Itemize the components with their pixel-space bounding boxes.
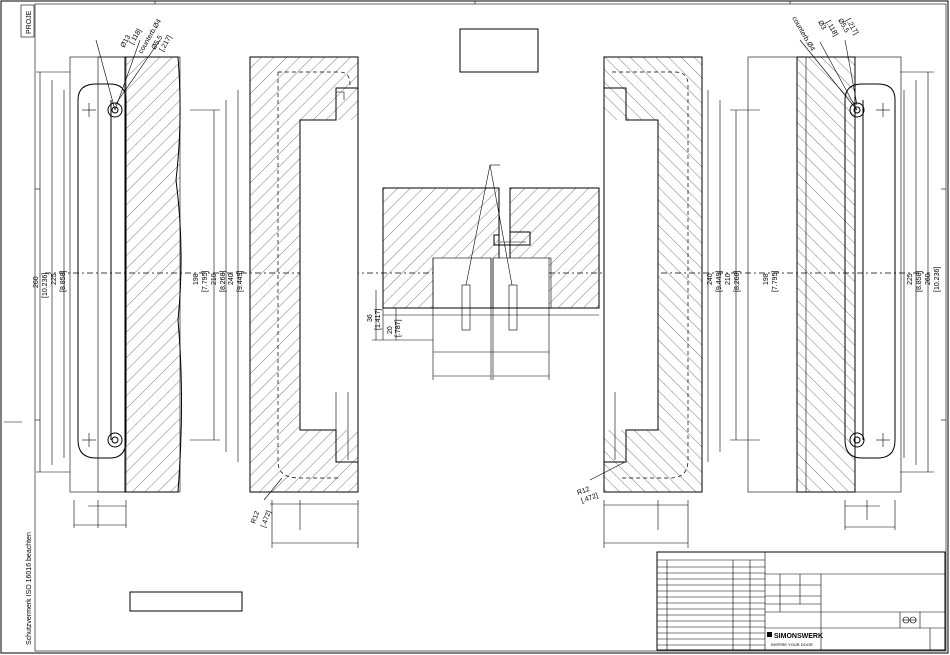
center-dim-20-in: [.787] [395, 319, 402, 337]
left-radius-label: R12 [.472] [250, 510, 273, 529]
note-box [129, 591, 243, 612]
left-dim-240-in: [9.449] [237, 271, 244, 292]
left-hinge-view [36, 39, 239, 528]
zone-ticks [4, 1, 946, 423]
left-dim-198-in: [7.795] [202, 271, 209, 292]
inner-border [34, 3, 947, 652]
left-dim-240: 240 [228, 273, 235, 285]
left-dim-225: 225 [51, 273, 58, 285]
right-dia-hole-in: [.118] [824, 20, 839, 38]
left-dim-260-in: [10.236] [42, 273, 49, 298]
center-section-view [372, 164, 600, 380]
center-dim-36: 36 [367, 314, 374, 322]
right-dim-210: 210 [725, 273, 732, 285]
center-dimensions: 36 [1.417] 20 [.787] [367, 309, 402, 337]
left-dim-225-in: [8.858] [60, 271, 67, 292]
right-dim-260-in: [10.236] [934, 267, 941, 292]
right-radius-label: R12 [.472] [576, 486, 599, 505]
right-dim-210-in: [8.268] [734, 271, 741, 292]
brand-logo-mark [767, 632, 772, 637]
zone-label-box [20, 4, 35, 38]
right-dim-198: 198 [763, 273, 770, 285]
zone-label: PROJE [26, 10, 33, 34]
view-label-box [459, 28, 539, 73]
left-dim-198: 198 [193, 273, 200, 285]
title-block: SIMONSWERK INSPIRE YOUR DOOR [656, 551, 946, 651]
right-dim-260: 260 [925, 273, 932, 285]
left-dim-260: 260 [33, 276, 40, 288]
left-radius: R12 [250, 510, 261, 525]
left-dim-210: 210 [211, 273, 218, 285]
right-dim-225: 225 [907, 273, 914, 285]
right-dim-225-in: [8.858] [916, 271, 923, 292]
brand-logo: SIMONSWERK [774, 633, 823, 640]
left-radius-in: [.472] [260, 510, 273, 529]
right-hinge-view [707, 39, 934, 530]
center-dim-20: 20 [387, 326, 394, 334]
left-mortise-view [249, 56, 359, 548]
left-dim-210-in: [8.268] [220, 271, 227, 292]
right-radius: R12 [576, 486, 591, 497]
right-dim-198-in: [7.795] [772, 271, 779, 292]
left-dia-hole-in: [.118] [129, 28, 144, 46]
right-mortise-view [589, 56, 703, 548]
iso-side-note: Schutzvermerk ISO 16016 beachten [26, 532, 33, 645]
center-dim-36-in: [1.417] [375, 309, 382, 330]
right-dim-240: 240 [707, 273, 714, 285]
brand-tagline: INSPIRE YOUR DOOR [771, 642, 813, 647]
right-dim-240-in: [9.449] [716, 271, 723, 292]
right-counterbore: counterb.Ø4 [790, 16, 815, 53]
right-dia-hole: Ø3 [816, 20, 827, 32]
